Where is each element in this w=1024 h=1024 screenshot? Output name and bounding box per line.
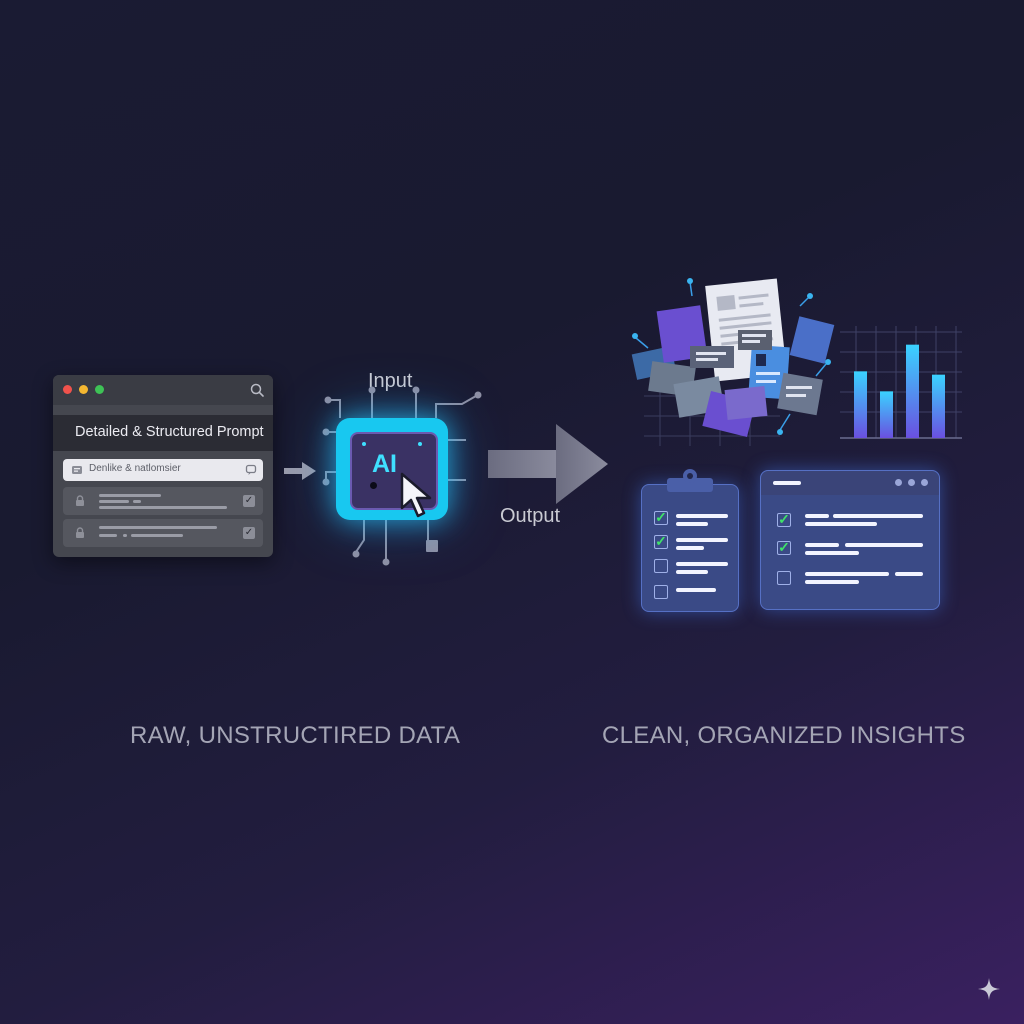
checkbox-checked[interactable]: ✓: [777, 511, 791, 527]
chart-bar: [854, 371, 867, 438]
prompt-window: Detailed & Structured Prompt Denlike & n…: [53, 375, 273, 557]
checkbox-checked[interactable]: ✓: [654, 533, 668, 549]
checkbox-checked[interactable]: ✓: [243, 527, 255, 539]
input-label: Input: [368, 370, 413, 392]
chart-bar: [906, 344, 919, 438]
cursor-arrow-icon: [400, 472, 432, 518]
checkbox-checked[interactable]: ✓: [654, 509, 668, 525]
close-dot-icon[interactable]: [63, 385, 72, 394]
checkbox-unchecked[interactable]: [654, 585, 668, 599]
left-caption: RAW, UNSTRUCTIRED DATA: [130, 722, 461, 749]
list-item[interactable]: ✓: [63, 487, 263, 515]
right-caption: CLEAN, ORGANIZED INSIGHTS: [602, 722, 966, 749]
checkbox-checked[interactable]: ✓: [777, 539, 791, 555]
checklist-clipboard: ✓ ✓: [641, 484, 739, 612]
prompt-input-text: Denlike & natlomsier: [89, 463, 181, 474]
chat-icon[interactable]: [245, 464, 257, 476]
lock-icon: [76, 527, 84, 538]
circuit-traces: [322, 386, 482, 566]
chart-bar: [880, 391, 893, 438]
scattered-documents: [631, 278, 835, 446]
clipboard-clip-icon: [667, 469, 713, 492]
form-icon: [72, 466, 82, 474]
window-title-bar: [53, 375, 273, 405]
list-item[interactable]: ✓: [63, 519, 263, 547]
checkbox-unchecked[interactable]: [777, 571, 791, 585]
prompt-title-bar: Detailed & Structured Prompt: [53, 415, 273, 451]
minimize-dot-icon[interactable]: [79, 385, 88, 394]
output-label: Output: [500, 505, 561, 527]
prompt-input[interactable]: Denlike & natlomsier: [63, 459, 263, 481]
small-arrow-icon: [284, 462, 316, 480]
bar-chart: [840, 326, 962, 439]
big-arrow-icon: [488, 424, 608, 504]
ai-chip-label: AI: [372, 450, 397, 478]
lock-icon: [76, 495, 84, 506]
checklist-window: ✓ ✓: [760, 470, 940, 610]
checkbox-unchecked[interactable]: [654, 559, 668, 573]
prompt-title: Detailed & Structured Prompt: [75, 424, 264, 440]
maximize-dot-icon[interactable]: [95, 385, 104, 394]
checkbox-checked[interactable]: ✓: [243, 495, 255, 507]
sparkle-icon: [978, 978, 1000, 1000]
search-icon[interactable]: [249, 382, 265, 398]
chart-bar: [932, 374, 945, 438]
